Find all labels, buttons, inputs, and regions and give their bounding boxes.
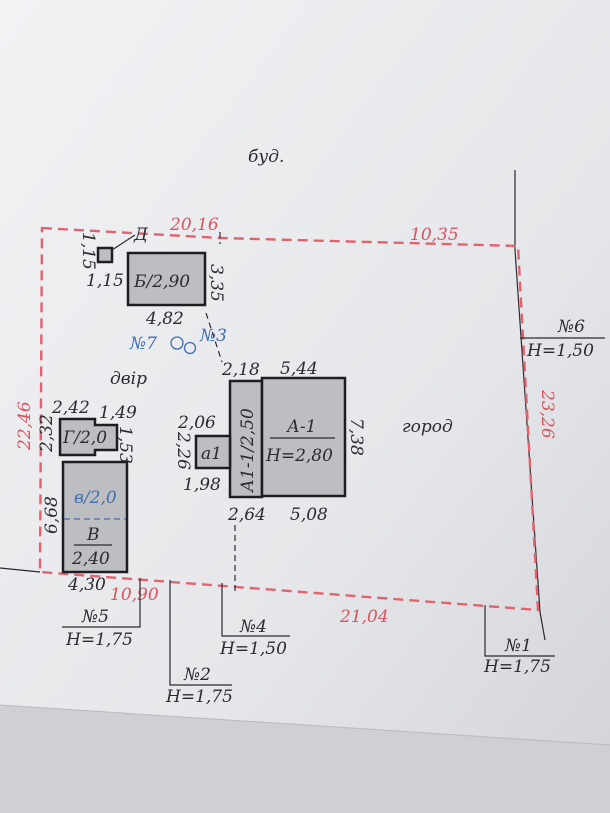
- building-v-upper: в/2,0: [74, 488, 117, 508]
- building-d-side-v: 1,15: [78, 232, 98, 270]
- boundary-top-left: 20,16: [169, 215, 219, 235]
- building-d: [96, 246, 114, 264]
- fence-5-leader: [62, 578, 141, 628]
- fence-1-leader: [484, 605, 555, 657]
- well-3-label: №3: [199, 326, 227, 346]
- boundary-bottom-right: 21,04: [339, 607, 389, 627]
- fence-5-height: Н=1,75: [65, 630, 133, 650]
- building-a1-top: 2,18: [221, 360, 260, 380]
- fence-2-num: №2: [183, 665, 211, 685]
- plot-boundary: [38, 226, 540, 612]
- building-v: [61, 460, 129, 574]
- building-a: [260, 376, 347, 498]
- fence-4-height: Н=1,50: [219, 639, 287, 659]
- building-g-label: Г/2,0: [62, 428, 107, 448]
- boundary-right: 23,26: [537, 389, 557, 439]
- building-a1-bottom: 2,64: [227, 505, 266, 525]
- well-7-label: №7: [129, 334, 157, 354]
- building-v-height: 2,40: [71, 549, 110, 569]
- building-v-bottom: 4,30: [67, 575, 106, 595]
- neighbor-left-line: [0, 567, 41, 573]
- building-g-top: 2,42: [51, 398, 90, 418]
- building-a-height: Н=2,80: [265, 446, 333, 466]
- paper-edge-line: [0, 704, 610, 746]
- building-d-leader: [111, 234, 136, 251]
- fence-2-height: Н=1,75: [165, 687, 233, 707]
- paper-edge: [0, 705, 610, 813]
- building-b-width: 4,82: [145, 309, 184, 329]
- fence-1-num: №1: [504, 636, 532, 656]
- building-a-bottom: 5,08: [290, 505, 328, 525]
- fence-4-num: №4: [239, 617, 267, 637]
- building-b: [126, 251, 207, 307]
- well-icon: [183, 341, 197, 355]
- building-d-side-h: 1,15: [86, 271, 124, 291]
- fence-6-height: Н=1,50: [526, 341, 594, 361]
- garden-label: город: [402, 417, 453, 437]
- yard-label: двір: [110, 369, 147, 389]
- building-v-label: В: [86, 525, 100, 545]
- building-a-label: А-1: [286, 417, 316, 437]
- building-b-label: Б/2,90: [133, 272, 190, 292]
- building-d-label: Д: [133, 225, 149, 245]
- boundary-bottom-left: 10,90: [110, 585, 159, 605]
- neighbor-label: буд.: [248, 147, 284, 167]
- building-a1-1: [228, 379, 264, 499]
- building-a-right: 7,38: [346, 418, 366, 456]
- fence-1-height: Н=1,75: [483, 657, 551, 677]
- building-b-height: 3,35: [206, 264, 226, 302]
- fence-4-leader: [221, 583, 290, 637]
- building-b-dash: [205, 312, 223, 363]
- building-g-left: 2,32: [37, 414, 57, 453]
- building-a-top: 5,44: [280, 359, 318, 379]
- building-g-right: 1,53: [115, 426, 135, 464]
- building-a1-porch-bottom: 1,98: [183, 475, 221, 495]
- boundary-left: 22,46: [15, 401, 35, 451]
- building-a1-porch-left: 2,26: [173, 431, 193, 470]
- well-icon: [170, 336, 184, 350]
- fence-5-num: №5: [81, 607, 109, 627]
- boundary-top-right: 10,35: [410, 225, 459, 245]
- building-g: [58, 417, 119, 457]
- building-v-left: 6,68: [42, 496, 62, 534]
- building-a1-porch: [194, 434, 232, 470]
- building-a1-1-label: А1-1/2,50: [238, 408, 258, 493]
- building-a1-porch-label: а1: [201, 444, 222, 464]
- fence-6-num: №6: [557, 317, 585, 337]
- building-g-top-right: 1,49: [99, 403, 137, 423]
- building-a1-porch-top: 2,06: [177, 413, 216, 433]
- fence-2-leader: [169, 580, 232, 686]
